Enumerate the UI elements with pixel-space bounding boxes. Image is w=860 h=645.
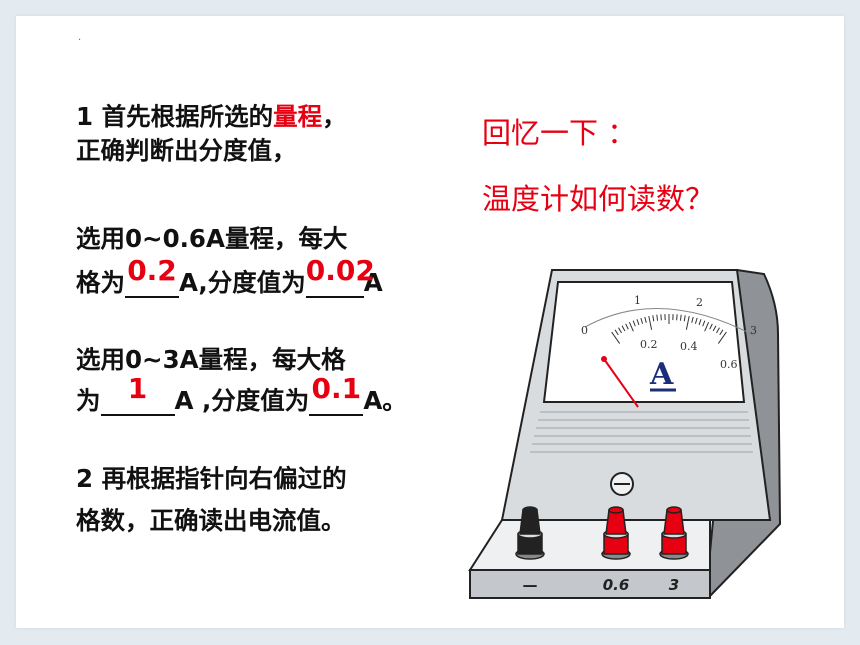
scale-tick: [719, 329, 724, 336]
ammeter-ribs: [530, 411, 753, 453]
scale-tick: [694, 317, 698, 324]
range06-blank2: ​0.02: [305, 254, 375, 300]
scale-tick: [614, 329, 619, 336]
step1-line1: 1 首先根据所选的量程，: [76, 100, 347, 134]
scale-label-3: 3: [750, 324, 757, 337]
step2-line1: 2 再根据指针向右偏过的: [76, 462, 347, 496]
scale-tick: [704, 321, 710, 332]
scale-tick: [632, 320, 636, 327]
range06-line2: 格为​0.2A,分度值为​0.02A: [76, 254, 383, 300]
scale-tick: [652, 315, 655, 322]
range06-prefix: 格为: [76, 268, 125, 297]
ammeter-unit-symbol: A: [649, 357, 674, 392]
range-highlight: 量程: [273, 102, 323, 131]
scale-tick: [625, 323, 629, 330]
terminal-knob: [659, 506, 689, 560]
step2-text: 再根据指针向右偏过的: [101, 464, 347, 493]
range06-blank1: ​0.2: [125, 254, 179, 300]
range3-line2: 为​1A ,分度值为​0.1A。: [76, 372, 407, 418]
range3-suffix: A。: [363, 386, 407, 415]
ammeter-needle: [603, 358, 639, 408]
scale-tick: [640, 317, 644, 324]
range3-answer2: 0.1: [311, 372, 362, 405]
range3-answer1: 1: [127, 372, 148, 405]
scale-tick: [702, 320, 706, 327]
scale-tick: [636, 319, 640, 326]
scale-label-0-6: 0.6: [720, 358, 738, 371]
range3-middle: A ,分度值为: [174, 386, 310, 415]
page-marker: .: [78, 32, 82, 43]
scale-tick: [717, 331, 727, 344]
scale-tick: [611, 331, 621, 344]
range3-line1: 选用0~3A量程，每大格: [76, 345, 346, 374]
step2-line2: 格数，正确读出电流值。: [76, 506, 346, 535]
step1-number: 1: [76, 102, 94, 131]
range06-answer2: 0.02: [305, 254, 375, 287]
step1-line2: 正确判断出分度值，: [76, 136, 297, 165]
range06-answer1: 0.2: [127, 254, 177, 287]
scale-tick: [621, 325, 626, 332]
range06-suffix: A: [363, 268, 383, 297]
scale-tick: [685, 315, 690, 330]
ammeter-dial-face: [542, 281, 746, 403]
scale-label-0-2: 0.2: [640, 338, 658, 351]
terminal-label-negative: —: [523, 576, 538, 594]
terminals: [515, 506, 689, 560]
terminal-knob: [601, 506, 631, 560]
terminal-label-3: 3: [669, 576, 679, 594]
range3-blank1: ​1: [100, 372, 175, 418]
recall-line1: 回忆一下 ：: [482, 116, 637, 150]
scale-tick: [691, 316, 694, 323]
scale-tick: [628, 321, 634, 332]
scale-tick: [712, 325, 717, 332]
scale-tick: [698, 319, 702, 326]
range06-middle: A,分度值为: [179, 268, 306, 297]
scale-tick: [716, 327, 720, 334]
scale-tick: [648, 315, 653, 330]
step2-number: 2: [76, 464, 94, 493]
needle-pivot: [601, 356, 607, 362]
scale-label-0-4: 0.4: [680, 340, 698, 353]
scale-tick: [709, 323, 713, 330]
terminal-knob: [515, 506, 545, 560]
ammeter-illustration: 0 1 2 3 0.2 0.4 0.6 A — 0.6 3: [468, 268, 782, 599]
scale-tick: [683, 315, 686, 322]
scale-label-0: 0: [581, 324, 588, 337]
scale-label-1: 1: [634, 294, 641, 307]
range3-prefix: 为: [76, 386, 101, 415]
recall-line2: 温度计如何读数？: [482, 182, 715, 216]
slide: . 1 首先根据所选的量程， 正确判断出分度值， 选用0~0.6A量程，每大 格…: [16, 16, 844, 628]
range06-line1: 选用0~0.6A量程，每大: [76, 224, 348, 253]
scale-tick: [656, 314, 659, 321]
scale-ticks: [611, 314, 727, 344]
scale-tick: [679, 314, 682, 321]
scale-tick: [644, 316, 647, 323]
step1-text: 首先根据所选的: [101, 102, 274, 131]
step1-punct: ，: [322, 102, 347, 131]
scale-tick: [618, 327, 622, 334]
range3-blank2: ​0.1: [309, 372, 364, 418]
terminal-label-0-6: 0.6: [603, 576, 630, 594]
scale-label-2: 2: [696, 296, 703, 309]
